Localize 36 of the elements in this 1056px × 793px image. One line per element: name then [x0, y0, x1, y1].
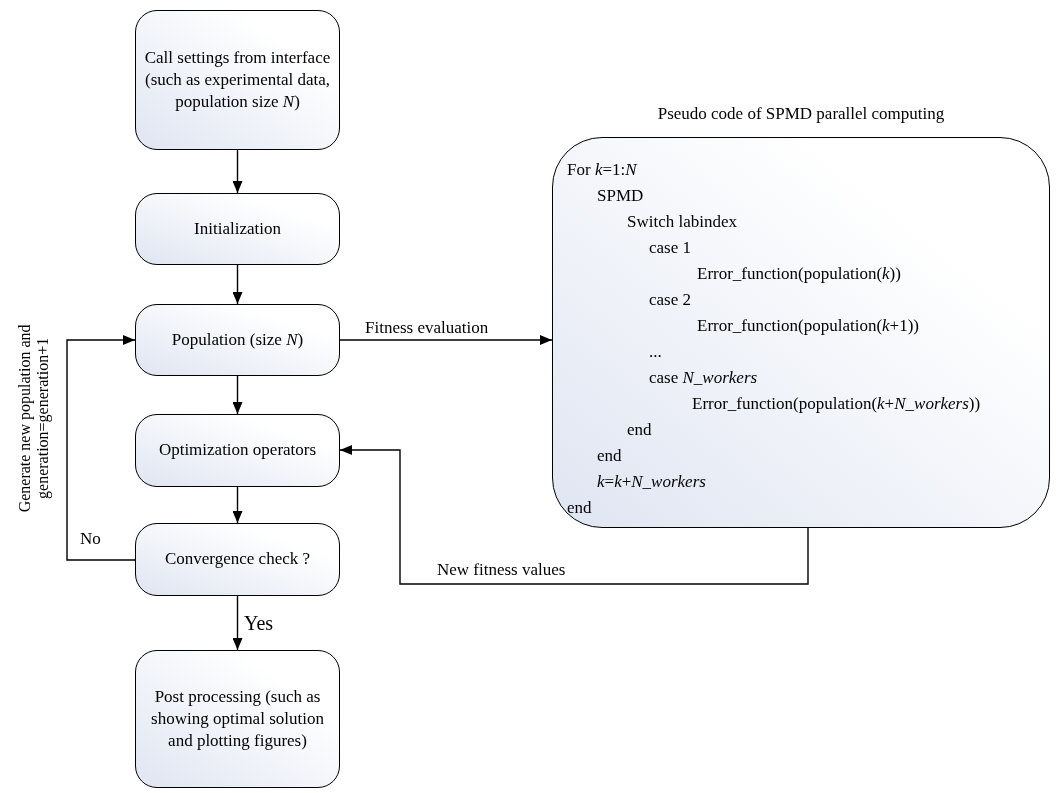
arrow: [232, 149, 243, 194]
code-line: Error_function(population(k+N_workers)): [692, 394, 981, 415]
arrow: [232, 486, 243, 524]
code-line: Switch labindex: [627, 212, 737, 233]
arrow: [66, 335, 136, 561]
arrow: [232, 375, 243, 415]
box-text: Optimization operators: [157, 439, 318, 462]
box-text: Initialization: [193, 217, 282, 240]
code-line: SPMD: [597, 186, 644, 207]
process-box: [135, 414, 340, 487]
code-line: end: [627, 420, 652, 441]
code-line: Error_function(population(k)): [697, 264, 901, 285]
code-line: end: [597, 446, 622, 467]
box-text: Population (size N): [170, 328, 305, 351]
code-line: case 1: [649, 238, 691, 259]
box-text: Post processing (such as showing optimal solution and plotting figures): [150, 685, 325, 753]
code-line: case N_workers: [649, 368, 758, 389]
arrow: [232, 264, 243, 305]
process-box: [135, 304, 340, 376]
process-box: [135, 650, 340, 788]
arrow: [339, 445, 809, 585]
side-note: Generate new population and generation=generation+1: [15, 323, 53, 515]
process-box: [135, 10, 340, 150]
code-line: For k=1:N: [567, 160, 637, 181]
process-box: [135, 193, 340, 265]
code-line: Error_function(population(k+1)): [697, 316, 920, 337]
code-line: case 2: [649, 290, 691, 311]
heading: Pseudo code of SPMD parallel computing: [656, 104, 946, 124]
code-line: ...: [649, 342, 662, 363]
code-line: end: [567, 498, 592, 519]
arrow: [232, 595, 243, 651]
process-box: [135, 523, 340, 596]
code-line: k=k+N_workers: [597, 472, 706, 493]
box-text: Call settings from interface (such as experimental data, population size N): [143, 46, 332, 114]
box-text: Convergence check ?: [163, 548, 312, 571]
arrow: [339, 335, 553, 345]
